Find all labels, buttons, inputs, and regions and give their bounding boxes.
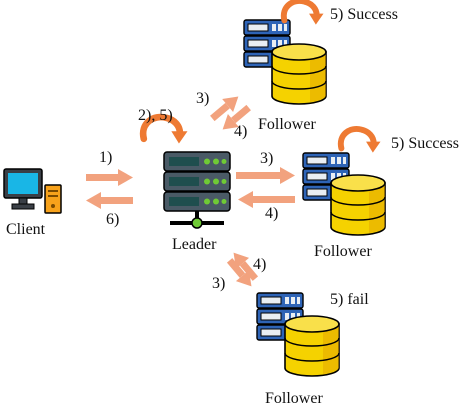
leader-label: Leader [172, 236, 217, 253]
bottom-send-arrow [226, 258, 252, 287]
top-send-arrow [210, 96, 239, 122]
right-send-label: 3) [260, 150, 274, 167]
follower-right-server-icon [302, 152, 386, 236]
bottom-ack-label: 4) [253, 256, 267, 273]
client-response-arrow [86, 192, 133, 209]
follower-right-loop-icon [341, 129, 381, 153]
follower-top-status: 5) Success [330, 6, 398, 23]
client-response-label: 6) [106, 211, 120, 228]
bottom-send-label: 3) [212, 275, 226, 292]
follower-top-server-icon [243, 19, 327, 105]
follower-bottom-label: Follower [265, 390, 323, 407]
right-ack-arrow [238, 191, 295, 208]
right-send-arrow [236, 167, 295, 184]
leader-self-label: 2), 5) [138, 107, 173, 124]
right-ack-label: 4) [265, 205, 279, 222]
top-ack-arrow [222, 104, 251, 130]
top-send-label: 3) [196, 90, 210, 107]
follower-right-status: 5) Success [391, 135, 459, 152]
follower-top-label: Follower [258, 116, 316, 133]
top-ack-label: 4) [234, 123, 248, 140]
client-label: Client [6, 221, 46, 238]
client-computer-icon [3, 168, 62, 214]
follower-bottom-server-icon [256, 292, 340, 377]
follower-bottom-status: 5) fail [330, 291, 369, 308]
client-request-label: 1) [99, 149, 113, 166]
client-request-arrow [86, 169, 133, 186]
follower-right-label: Follower [314, 243, 372, 260]
leader-server-icon [163, 151, 231, 229]
